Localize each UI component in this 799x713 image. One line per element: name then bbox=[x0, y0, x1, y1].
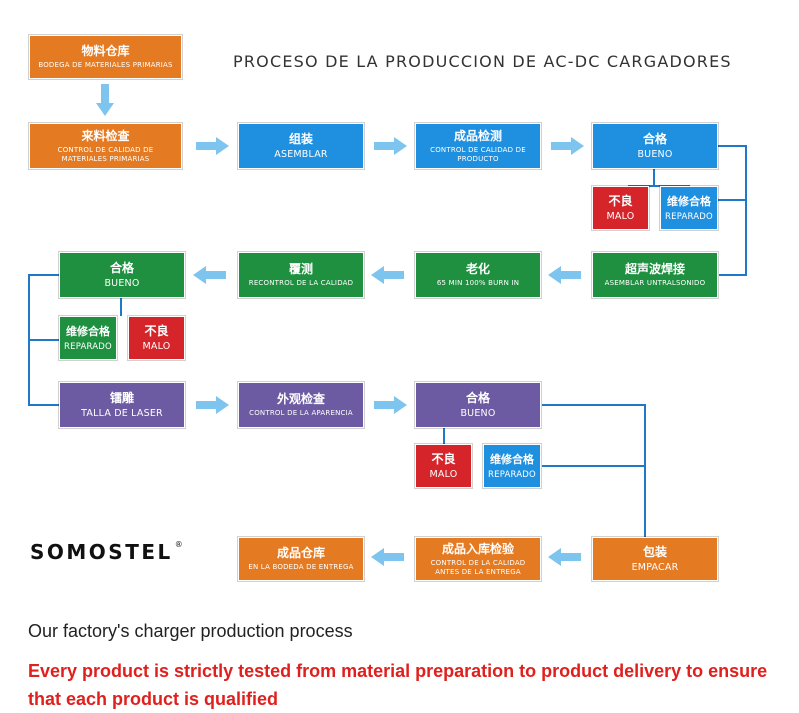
step-product-qc: 成品检测 CONTROL DE CALIDAD DE PRODUCTO bbox=[414, 122, 542, 170]
step-bad-2: 不良 MALO bbox=[127, 315, 186, 361]
step-label-es: EN LA BODEDA DE ENTREGA bbox=[248, 563, 354, 571]
step-packing: 包装 EMPACAR bbox=[591, 536, 719, 582]
step-laser-engraving: 镭雕 TALLA DE LASER bbox=[58, 381, 186, 429]
step-label-zh: 来料检查 bbox=[81, 128, 130, 143]
step-assemble: 组装 ASEMBLAR bbox=[237, 122, 365, 170]
step-label-zh: 超声波焊接 bbox=[624, 262, 685, 276]
step-good-2: 合格 BUENO bbox=[58, 251, 186, 299]
step-recheck: 覆测 RECONTROL DE LA CALIDAD bbox=[237, 251, 365, 299]
step-label-zh: 组装 bbox=[288, 131, 313, 146]
step-repaired-3: 维修合格 REPARADO bbox=[482, 443, 542, 489]
step-label-es: REPARADO bbox=[488, 469, 536, 480]
step-label-zh: 不良 bbox=[608, 193, 633, 208]
step-label-zh: 维修合格 bbox=[490, 452, 534, 466]
step-good-3: 合格 BUENO bbox=[414, 381, 542, 429]
step-label-es: REPARADO bbox=[64, 341, 112, 352]
step-incoming-inspection: 来料检查 CONTROL DE CALIDAD DE MATERIALES PR… bbox=[28, 122, 183, 170]
step-label-zh: 成品检测 bbox=[453, 128, 502, 143]
step-label-es: ASEMBLAR bbox=[274, 148, 328, 160]
step-label-es: BUENO bbox=[637, 148, 673, 160]
step-label-es: BUENO bbox=[460, 407, 496, 419]
step-label-es: MALO bbox=[142, 340, 171, 352]
step-label-zh: 包装 bbox=[642, 544, 667, 559]
step-label-zh: 不良 bbox=[431, 451, 456, 466]
caption-text: Our factory's charger production process bbox=[28, 621, 353, 641]
step-repaired-2: 维修合格 REPARADO bbox=[58, 315, 118, 361]
step-bad-1: 不良 MALO bbox=[591, 185, 650, 231]
step-finished-warehouse: 成品仓库 EN LA BODEDA DE ENTREGA bbox=[237, 536, 365, 582]
step-label-es: CONTROL DE CALIDAD DE PRODUCTO bbox=[430, 145, 526, 163]
brand-logo-text: SOMOSTEL bbox=[30, 540, 173, 564]
step-label-es: CONTROL DE LA CALIDAD ANTES DE LA ENTREG… bbox=[430, 558, 526, 576]
step-label-es: MALO bbox=[429, 468, 458, 480]
step-label-zh: 维修合格 bbox=[667, 194, 711, 208]
step-label-zh: 覆测 bbox=[288, 262, 313, 276]
step-label-zh: 维修合格 bbox=[66, 324, 110, 338]
step-label-es: 65 MIN 100% BURN IN bbox=[436, 279, 520, 287]
step-ultrasonic-welding: 超声波焊接 ASEMBLAR UNTRALSONIDO bbox=[591, 251, 719, 299]
step-label-zh: 合格 bbox=[642, 131, 667, 146]
step-material-warehouse: 物料仓库 BODEGA DE MATERIALES PRIMARIAS bbox=[28, 34, 183, 80]
step-label-zh: 成品仓库 bbox=[276, 546, 325, 560]
quality-note: Every product is strictly tested from ma… bbox=[28, 661, 768, 709]
step-label-es: BUENO bbox=[104, 277, 140, 289]
diagram-title: PROCESO DE LA PRODUCCION DE AC-DC CARGAD… bbox=[233, 52, 732, 71]
step-label-zh: 合格 bbox=[465, 390, 490, 405]
step-label-es: ASEMBLAR UNTRALSONIDO bbox=[604, 279, 706, 287]
step-label-zh: 合格 bbox=[109, 260, 134, 275]
step-repaired-1: 维修合格 REPARADO bbox=[659, 185, 719, 231]
step-label-es: CONTROL DE CALIDAD DE MATERIALES PRIMARI… bbox=[57, 145, 154, 163]
step-bad-3: 不良 MALO bbox=[414, 443, 473, 489]
step-burn-in: 老化 65 MIN 100% BURN IN bbox=[414, 251, 542, 299]
step-label-es: REPARADO bbox=[665, 211, 713, 222]
step-good-1: 合格 BUENO bbox=[591, 122, 719, 170]
step-final-qc: 成品入库检验 CONTROL DE LA CALIDAD ANTES DE LA… bbox=[414, 536, 542, 582]
step-label-es: TALLA DE LASER bbox=[81, 407, 163, 419]
step-label-es: MALO bbox=[606, 210, 635, 222]
step-label-es: CONTROL DE LA APARENCIA bbox=[249, 409, 353, 417]
step-label-zh: 物料仓库 bbox=[81, 44, 130, 58]
step-label-zh: 外观检查 bbox=[276, 392, 325, 406]
step-appearance-check: 外观检查 CONTROL DE LA APARENCIA bbox=[237, 381, 365, 429]
step-label-zh: 镭雕 bbox=[109, 390, 134, 405]
step-label-es: EMPACAR bbox=[631, 561, 679, 573]
step-label-es: RECONTROL DE LA CALIDAD bbox=[248, 279, 354, 287]
step-label-zh: 老化 bbox=[465, 262, 490, 276]
brand-logo: SOMOSTEL® bbox=[30, 540, 183, 564]
step-label-zh: 不良 bbox=[144, 323, 169, 338]
step-label-es: BODEGA DE MATERIALES PRIMARIAS bbox=[38, 61, 173, 69]
step-label-zh: 成品入库检验 bbox=[441, 541, 514, 556]
registered-mark: ® bbox=[174, 540, 183, 549]
